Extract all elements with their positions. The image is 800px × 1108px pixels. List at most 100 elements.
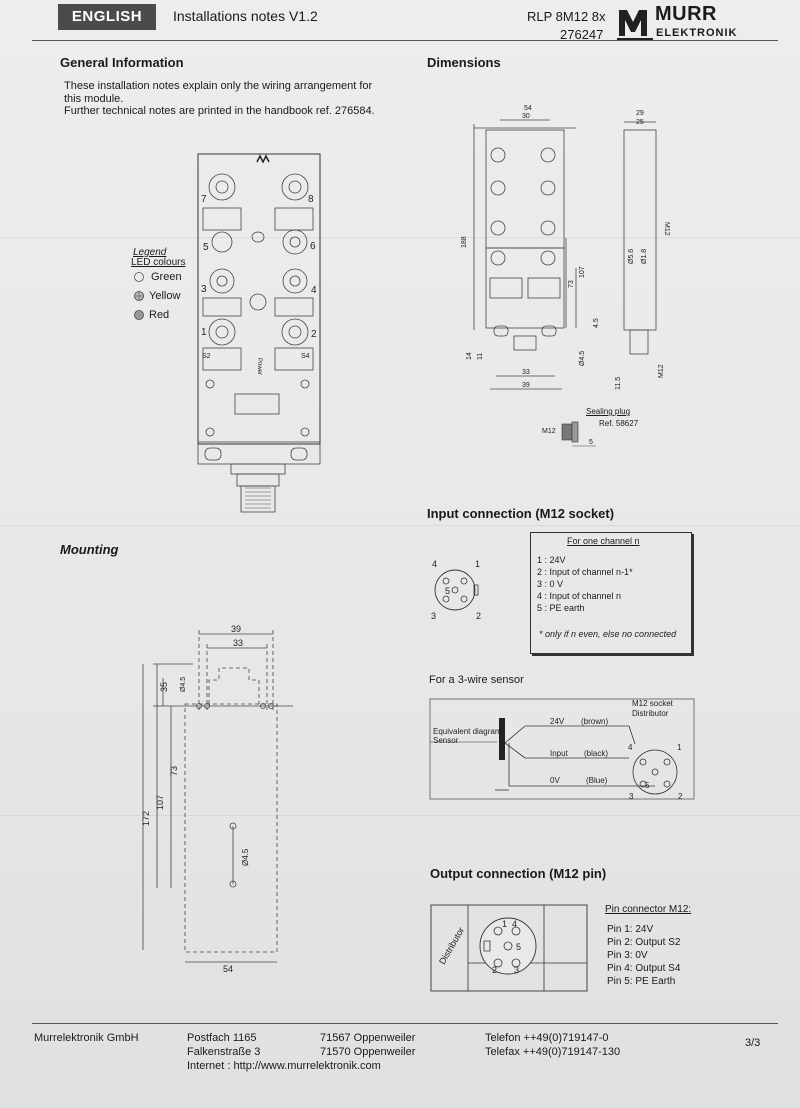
mount-dim: Ø4.5 <box>180 677 187 692</box>
pin-list-item: Pin 5: PE Earth <box>607 976 676 987</box>
channel-box-title: For one channel n <box>567 536 640 546</box>
pin-list-item: Pin 1: 24V <box>607 924 654 935</box>
wire-input-colour: (black) <box>584 749 608 758</box>
footer-divider <box>32 1023 778 1024</box>
mount-dim: 35 <box>159 682 169 692</box>
channel-box-note: * only if n even, else no connected <box>539 629 677 639</box>
murr-logo-icon <box>617 10 653 40</box>
general-info-line: These installation notes explain only th… <box>64 80 373 92</box>
legend-subtitle: LED colours <box>131 257 186 268</box>
dim-label: 33 <box>522 369 530 376</box>
dim-label: 188 <box>461 236 468 248</box>
sealing-plug-drawing <box>561 421 596 447</box>
legend-green: Green <box>151 271 182 283</box>
sealing-plug-label: Sealing plug <box>586 407 631 416</box>
mount-dim: 73 <box>169 766 179 776</box>
sealing-plug-m12: M12 <box>542 428 556 435</box>
dim-label: 25 <box>636 119 644 126</box>
fold-line <box>0 815 800 816</box>
dim-label: 107 <box>579 266 586 278</box>
pin-label: 2 <box>492 965 497 975</box>
channel-box-list: 1 : 24V 2 : Input of channel n-1* 3 : 0 … <box>537 554 633 614</box>
port-label: 4 <box>311 285 317 296</box>
port-label: 3 <box>201 284 207 295</box>
mount-dim: Ø4.5 <box>241 848 250 866</box>
pin-list: Pin 1: 24V Pin 2: Output S2 Pin 3: 0V Pi… <box>607 923 680 988</box>
port-label: 1 <box>201 327 207 338</box>
dim-label: M12 <box>663 222 670 236</box>
port-label: 2 <box>311 329 317 340</box>
dim-label: 39 <box>522 382 530 389</box>
header-divider <box>32 40 778 41</box>
pin-list-item: Pin 3: 0V <box>607 950 648 961</box>
dim-label: Ø4.5 <box>579 351 586 366</box>
distributor-label: Distributor <box>632 709 669 718</box>
wire-0v-colour: (Blue) <box>586 776 608 785</box>
pin-label: 5 <box>445 586 450 596</box>
dim-label: 11 <box>477 353 484 360</box>
m12-socket-pinout-icon: 4 1 5 3 2 <box>431 559 481 621</box>
fold-line <box>0 525 800 526</box>
channel-line: 2 : Input of channel n-1* <box>537 567 633 577</box>
footer-phone: Telefon ++49(0)719147-0 <box>485 1032 609 1044</box>
dim-label: 14 <box>466 352 473 360</box>
mounting-drawing: 39 33 35 Ø4.5 73 107 172 Ø4.5 54 <box>141 624 293 972</box>
pin-label: 2 <box>678 792 683 801</box>
pin-label: 1 <box>475 559 480 569</box>
equivalent-label: Equivalent diagram <box>433 727 502 736</box>
s2-label: S2 <box>202 353 211 360</box>
pin-list-title: Pin connector M12: <box>605 904 692 915</box>
document-title: Installations notes V1.2 <box>173 8 318 24</box>
wire-24v-colour: (brown) <box>581 717 608 726</box>
wire-24v: 24V <box>550 717 565 726</box>
sealing-plug-ref: Ref. 58627 <box>599 419 639 428</box>
footer-postfach: Postfach 1165 <box>187 1032 257 1044</box>
channel-line: 3 : 0 V <box>537 579 564 589</box>
port-label: 5 <box>203 242 209 253</box>
pin-label: 4 <box>512 919 517 929</box>
mounting-heading: Mounting <box>60 542 119 557</box>
dim-label: M12 <box>658 364 665 378</box>
pin-label: 4 <box>432 559 437 569</box>
part-number: 276247 <box>560 27 604 42</box>
page-number: 3/3 <box>745 1037 761 1049</box>
dim-label: 54 <box>524 105 532 112</box>
port-label: 8 <box>308 194 314 205</box>
port-label: 7 <box>201 194 207 205</box>
product-name: RLP 8M12 8x <box>527 9 606 24</box>
output-connection-heading: Output connection (M12 pin) <box>430 866 607 881</box>
wire-0v: 0V <box>550 776 560 785</box>
pin-label: 4 <box>628 743 633 752</box>
pin-list-item: Pin 2: Output S2 <box>607 937 681 948</box>
s4-label: S4 <box>301 353 310 360</box>
footer-city: 71567 Oppenweiler <box>320 1032 416 1044</box>
footer-company: Murrelektronik GmbH <box>34 1032 139 1044</box>
mount-dim: 39 <box>231 624 241 634</box>
power-label: Power <box>256 358 262 375</box>
footer-city: 71570 Oppenweiler <box>320 1046 416 1058</box>
input-connection-heading: Input connection (M12 socket) <box>427 506 615 521</box>
dim-label: 11.5 <box>615 377 622 390</box>
pin-label: 5 <box>645 781 650 790</box>
dim-label: Ø1.8 <box>641 249 648 264</box>
dimensions-heading: Dimensions <box>427 55 501 70</box>
dim-label: 73 <box>568 280 575 288</box>
mount-dim: 172 <box>141 811 151 826</box>
language-badge: ENGLISH <box>58 4 156 30</box>
wire-input: Input <box>550 749 569 758</box>
legend-title: Legend <box>133 247 167 258</box>
footer-fax: Telefax ++49(0)719147-130 <box>485 1046 621 1058</box>
channel-info-box: For one channel n 1 : 24V 2 : Input of c… <box>530 532 692 654</box>
channel-line: 5 : PE earth <box>537 603 585 613</box>
dim-label: 4.5 <box>593 318 600 328</box>
pin-label: 1 <box>502 919 507 929</box>
channel-line: 1 : 24V <box>537 555 566 565</box>
pin-list-item: Pin 4: Output S4 <box>607 963 681 974</box>
footer-street: Falkenstraße 3 <box>187 1046 261 1058</box>
mount-dim: 107 <box>155 795 165 810</box>
mount-dim: 33 <box>233 638 243 648</box>
pin-label: 3 <box>431 611 436 621</box>
sensor-label: Sensor <box>433 736 459 745</box>
general-info-line: this module. <box>64 93 124 105</box>
